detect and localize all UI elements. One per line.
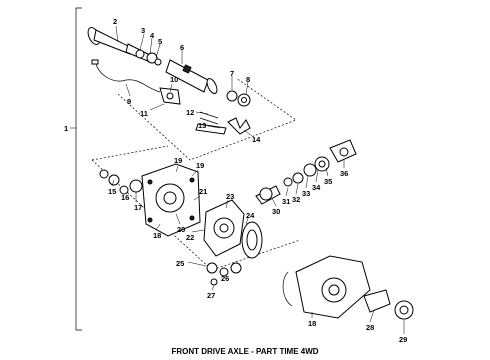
diagram-caption: FRONT DRIVE AXLE - PART TIME 4WD <box>171 347 318 356</box>
label-11: 11 <box>140 109 148 118</box>
dashed-frame-lower <box>91 145 301 271</box>
wiring-harness <box>91 59 161 93</box>
label-36: 36 <box>340 169 348 178</box>
pinion-bearings <box>283 156 330 187</box>
label-34: 34 <box>312 183 321 192</box>
leader-lines <box>111 25 405 334</box>
pinion-flange <box>329 139 357 163</box>
shaft-washers <box>135 49 251 107</box>
spider-gears <box>206 262 242 286</box>
label-16: 16 <box>121 193 129 202</box>
label-9: 9 <box>127 97 131 106</box>
carrier-housing <box>141 163 201 237</box>
label-12: 12 <box>186 108 194 117</box>
label-30: 30 <box>272 207 280 216</box>
label-17: 17 <box>134 203 142 212</box>
axle-tube <box>165 59 218 94</box>
label-19a: 19 <box>174 156 182 165</box>
label-19b: 19 <box>196 161 204 170</box>
label-13: 13 <box>198 121 206 130</box>
label-33: 33 <box>302 189 310 198</box>
part-labels: 1 2 3 4 5 6 7 8 9 10 11 12 13 14 15 16 1… <box>64 17 407 344</box>
label-35: 35 <box>324 177 332 186</box>
label-29: 29 <box>399 335 407 344</box>
label-8: 8 <box>246 75 250 84</box>
pinion-gear <box>255 185 281 205</box>
shift-actuator <box>159 87 181 105</box>
label-21: 21 <box>199 187 207 196</box>
label-26: 26 <box>221 274 229 283</box>
label-14: 14 <box>252 135 261 144</box>
label-23: 23 <box>226 192 234 201</box>
shift-fork <box>195 111 251 135</box>
label-18b: 18 <box>308 319 316 328</box>
label-5: 5 <box>158 37 162 46</box>
label-6: 6 <box>180 43 184 52</box>
dashed-frame-upper <box>117 77 297 161</box>
label-32: 32 <box>292 195 300 204</box>
ring-gear <box>241 221 263 259</box>
right-housing <box>295 255 371 319</box>
label-25: 25 <box>176 259 184 268</box>
differential-case <box>203 199 245 257</box>
label-27: 27 <box>207 291 215 300</box>
label-3: 3 <box>141 26 145 35</box>
bracket-item-1 <box>70 7 82 331</box>
label-2: 2 <box>113 17 117 26</box>
label-31: 31 <box>282 197 290 206</box>
label-10: 10 <box>170 75 178 84</box>
label-20: 20 <box>177 225 185 234</box>
label-1: 1 <box>64 124 68 133</box>
label-22: 22 <box>186 233 194 242</box>
label-28: 28 <box>366 323 374 332</box>
label-15: 15 <box>108 187 116 196</box>
label-18: 18 <box>153 231 161 240</box>
gasket <box>282 271 293 307</box>
left-bearings <box>99 169 143 195</box>
label-24: 24 <box>246 211 255 220</box>
right-axle-end <box>363 289 414 320</box>
label-7: 7 <box>230 69 234 78</box>
label-4: 4 <box>150 31 155 40</box>
